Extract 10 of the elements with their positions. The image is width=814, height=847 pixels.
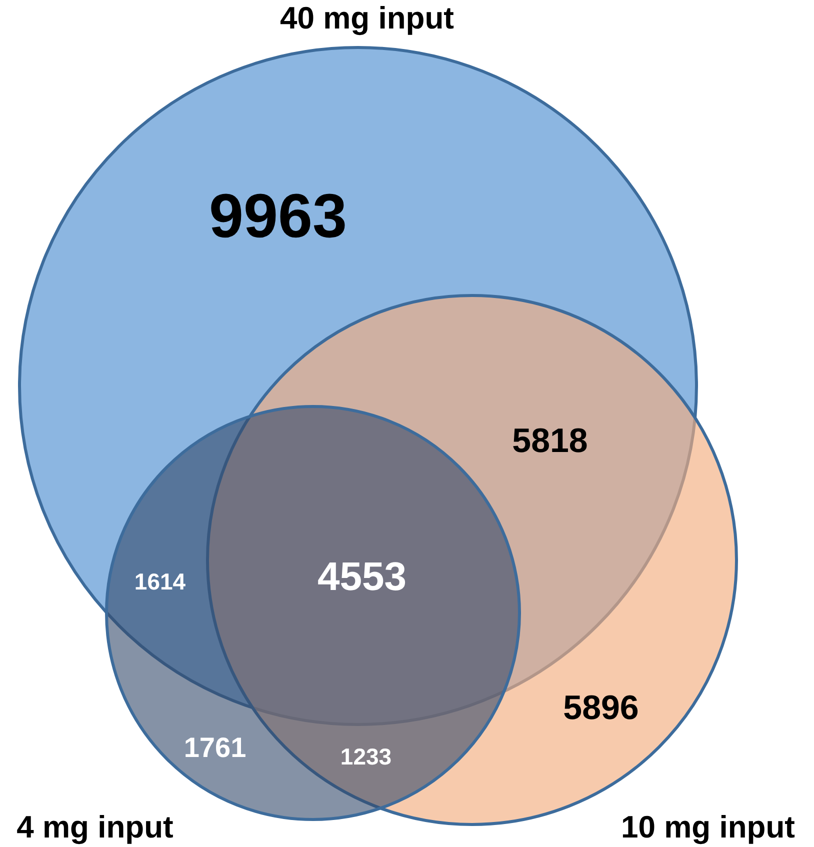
region-count: 4553 (318, 557, 406, 597)
region-count: 5818 (512, 424, 588, 458)
set-label: 40 mg input (280, 2, 454, 34)
region-count: 1614 (134, 570, 186, 594)
region-count: 5896 (563, 691, 639, 725)
region-count: 1233 (340, 746, 392, 768)
region-count: 9963 (209, 186, 347, 248)
set-label: 10 mg input (621, 812, 795, 842)
set-label: 4 mg input (16, 812, 174, 842)
region-count: 1761 (184, 734, 246, 762)
